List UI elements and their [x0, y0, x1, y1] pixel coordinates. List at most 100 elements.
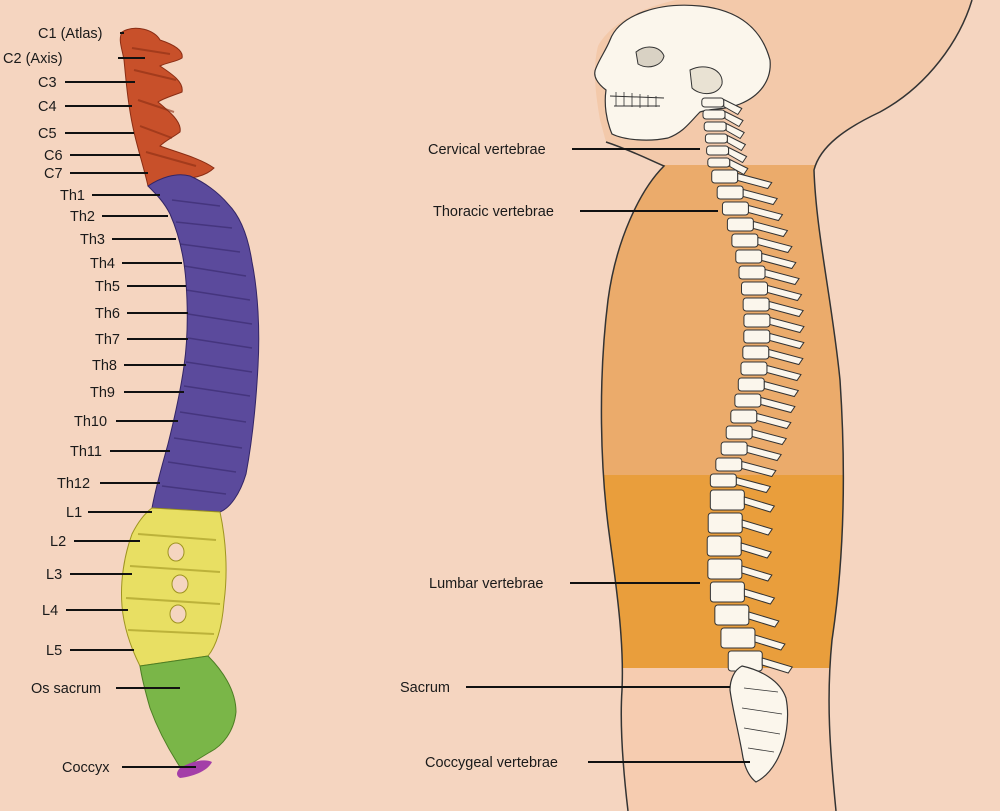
- label-c6: C6: [44, 148, 63, 164]
- vertebra-process: [741, 519, 774, 536]
- label-th8: Th8: [92, 358, 117, 374]
- vertebra-body: [742, 297, 770, 312]
- label-th6: Th6: [95, 306, 120, 322]
- vertebra-body: [740, 361, 768, 376]
- label-lumbar-vertebrae: Lumbar vertebrae: [429, 576, 543, 592]
- vertebra-body: [709, 581, 745, 603]
- vertebra-body: [707, 558, 743, 580]
- label-th2: Th2: [70, 209, 95, 225]
- vertebra-body: [701, 97, 725, 108]
- label-c4: C4: [38, 99, 57, 115]
- vertebra-body: [725, 425, 753, 440]
- vertebra-process: [723, 98, 743, 116]
- vertebra-body: [720, 627, 756, 649]
- vertebra-body: [735, 249, 763, 264]
- vertebra-process: [754, 634, 786, 651]
- label-l3: L3: [46, 567, 62, 583]
- vertebra-process: [761, 657, 794, 674]
- label-c1: C1 (Atlas): [38, 26, 102, 42]
- vertebra-body: [738, 265, 766, 280]
- vertebra-body: [714, 604, 750, 626]
- vertebra-process: [768, 300, 804, 318]
- vertebra-process: [748, 611, 780, 628]
- left-labels: C1 (Atlas) C2 (Axis) C3 C4 C5 C6 C7 Th1 …: [3, 26, 120, 776]
- label-th1: Th1: [60, 188, 85, 204]
- vertebra-process: [741, 460, 777, 478]
- vertebra-process: [757, 236, 793, 254]
- right-leader-lines: [466, 148, 750, 763]
- vertebra-process: [766, 364, 802, 382]
- label-th3: Th3: [80, 232, 105, 248]
- vertebra-body: [706, 145, 730, 156]
- vertebra-process: [751, 428, 788, 446]
- label-cervical-vertebrae: Cervical vertebrae: [428, 142, 546, 158]
- label-th11: Th11: [70, 444, 102, 460]
- vertebra-body: [707, 512, 743, 534]
- vertebra-process: [769, 316, 805, 334]
- vertebra-process: [726, 134, 747, 152]
- vertebra-process: [763, 380, 800, 398]
- vertebra-process: [760, 396, 796, 414]
- vertebra-process: [735, 476, 772, 494]
- vertebra-body: [716, 185, 744, 200]
- vertebra-body: [742, 345, 770, 360]
- vertebra-body: [715, 457, 743, 472]
- thoracic-vertebrae-colored: [147, 174, 260, 513]
- label-l1: L1: [66, 505, 82, 521]
- label-th5: Th5: [95, 279, 120, 295]
- vertebra-body: [734, 393, 762, 408]
- vertebra-process: [752, 220, 789, 238]
- coccyx-colored: [177, 760, 212, 778]
- vertebra-body: [743, 313, 771, 328]
- lumbar-vertebrae-colored: [121, 507, 227, 667]
- label-coccygeal-vertebrae: Coccygeal vertebrae: [425, 755, 558, 771]
- vertebra-process: [768, 348, 804, 366]
- vertebra-process: [743, 588, 776, 605]
- label-l2: L2: [50, 534, 66, 550]
- vertebra-body: [731, 233, 759, 248]
- front-outline: [600, 141, 666, 811]
- vertebra-body: [703, 121, 727, 132]
- label-sacrum: Sacrum: [400, 680, 450, 696]
- vertebra-body: [706, 535, 742, 557]
- left-leader-lines: [65, 32, 196, 768]
- vertebra-process: [767, 284, 803, 302]
- sacrum-colored: [139, 655, 237, 771]
- label-th10: Th10: [74, 414, 107, 430]
- vertebra-process: [769, 332, 805, 350]
- vertebra-body: [730, 409, 758, 424]
- vertebra-process: [741, 565, 773, 582]
- label-th9: Th9: [90, 385, 115, 401]
- label-th7: Th7: [95, 332, 120, 348]
- lumbar-band: [594, 475, 972, 668]
- label-c3: C3: [38, 75, 57, 91]
- vertebra-body: [709, 489, 745, 511]
- vertebra-process: [756, 412, 792, 430]
- vertebra-process: [746, 444, 782, 462]
- vertebra-process: [742, 188, 778, 206]
- vertebra-body: [721, 201, 749, 216]
- label-thoracic-vertebrae: Thoracic vertebrae: [433, 204, 554, 220]
- label-l5: L5: [46, 643, 62, 659]
- vertebra-body: [741, 281, 769, 296]
- vertebra-process: [728, 146, 748, 164]
- right-labels: Cervical vertebrae Thoracic vertebrae Lu…: [400, 142, 558, 771]
- vertebra-process: [740, 542, 773, 559]
- vertebra-process: [729, 158, 749, 176]
- label-os-sacrum: Os sacrum: [31, 681, 101, 697]
- vertebra-process: [747, 204, 784, 222]
- back-outline: [813, 0, 973, 811]
- vertebra-process: [724, 110, 744, 128]
- sacrum-bone: [729, 665, 789, 783]
- vertebra-body: [743, 329, 771, 344]
- vertebra-process: [764, 268, 800, 286]
- vertebra-process: [725, 122, 745, 140]
- vertebra-body: [702, 109, 726, 120]
- label-c5: C5: [38, 126, 57, 142]
- vertebra-body: [737, 377, 765, 392]
- vertebra-process: [761, 252, 797, 270]
- label-th12: Th12: [57, 476, 90, 492]
- vertebra-process: [737, 172, 773, 190]
